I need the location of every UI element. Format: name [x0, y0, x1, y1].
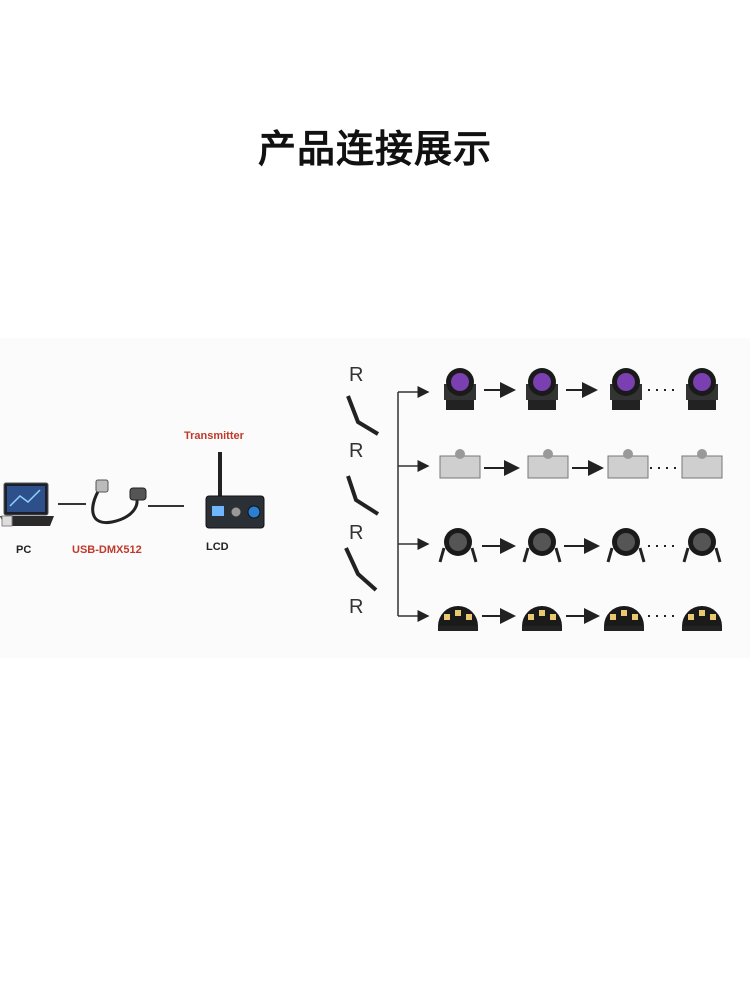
usb-dmx-cable-icon — [91, 479, 147, 525]
connection-diagram: PC USB-DMX512 Transmitter LCD R R R R — [0, 338, 750, 658]
page-title: 产品连接展示 — [257, 127, 492, 171]
pc-label: PC — [16, 544, 32, 556]
lcd-label: LCD — [206, 541, 229, 553]
diagram-drawing — [0, 368, 723, 631]
laptop-icon — [0, 482, 54, 527]
receiver-label: R — [349, 522, 364, 544]
receiver-label: R — [349, 364, 364, 386]
moving-head-light-icon — [444, 368, 718, 410]
transmitter-label: Transmitter — [184, 430, 244, 442]
usb-dmx-label: USB-DMX512 — [72, 544, 142, 556]
receiver-antenna-icon — [344, 395, 380, 592]
transmitter-box-icon — [205, 452, 265, 529]
receiver-label: R — [349, 596, 364, 618]
par-light-icon — [438, 528, 722, 563]
effect-box-light-icon — [439, 449, 723, 479]
derby-light-icon — [438, 606, 722, 631]
receiver-label: R — [349, 440, 364, 462]
